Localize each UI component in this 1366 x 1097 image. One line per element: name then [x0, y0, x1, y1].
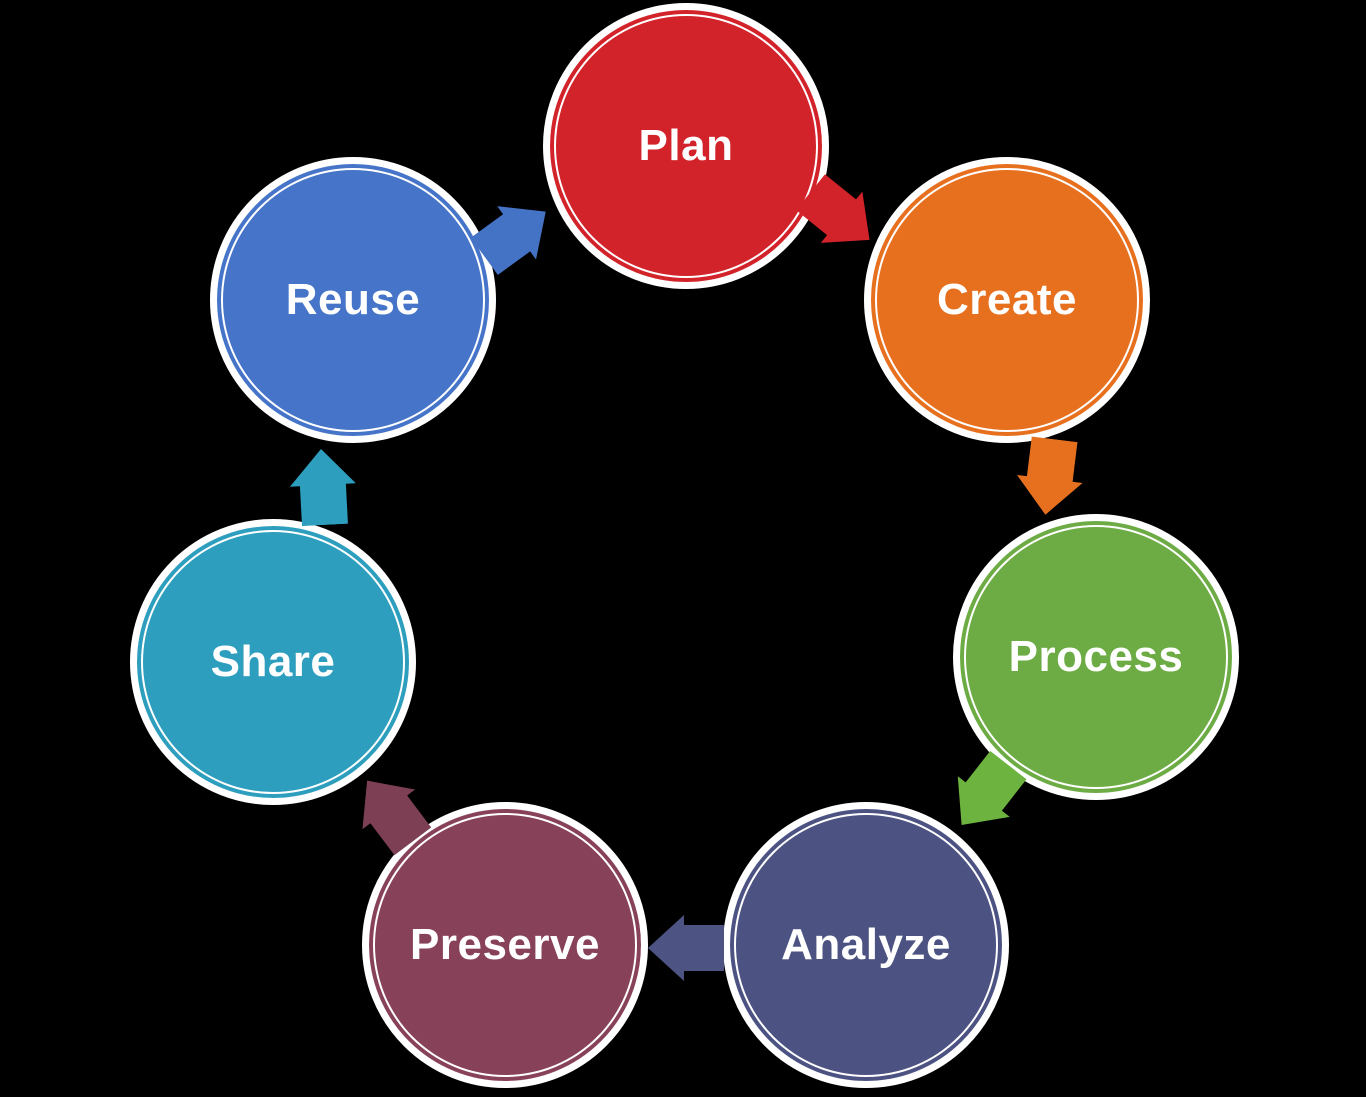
node-analyze-label: Analyze	[781, 920, 951, 969]
node-plan: Plan	[543, 3, 829, 289]
arrow-icon-preserve-to-share	[341, 761, 439, 861]
arrow-icon-process-to-analyze	[936, 745, 1035, 846]
arrow-icon-create-to-process	[1013, 435, 1088, 518]
arrow-icon-analyze-to-preserve	[648, 915, 724, 981]
arrow-icon-plan-to-create	[790, 166, 891, 265]
node-process: Process	[953, 514, 1239, 800]
node-reuse-label: Reuse	[285, 275, 421, 324]
node-plan-label: Plan	[638, 121, 734, 170]
node-share-label: Share	[210, 637, 336, 686]
node-preserve: Preserve	[362, 802, 648, 1088]
node-share: Share	[130, 519, 416, 805]
node-analyze: Analyze	[723, 802, 1009, 1088]
node-process-label: Process	[1008, 632, 1184, 681]
node-create: Create	[864, 157, 1150, 443]
arrow-icon-reuse-to-plan	[465, 185, 565, 283]
arrow-icon-share-to-reuse	[288, 447, 358, 527]
node-preserve-label: Preserve	[410, 920, 600, 969]
node-create-label: Create	[937, 275, 1077, 324]
node-reuse: Reuse	[210, 157, 496, 443]
